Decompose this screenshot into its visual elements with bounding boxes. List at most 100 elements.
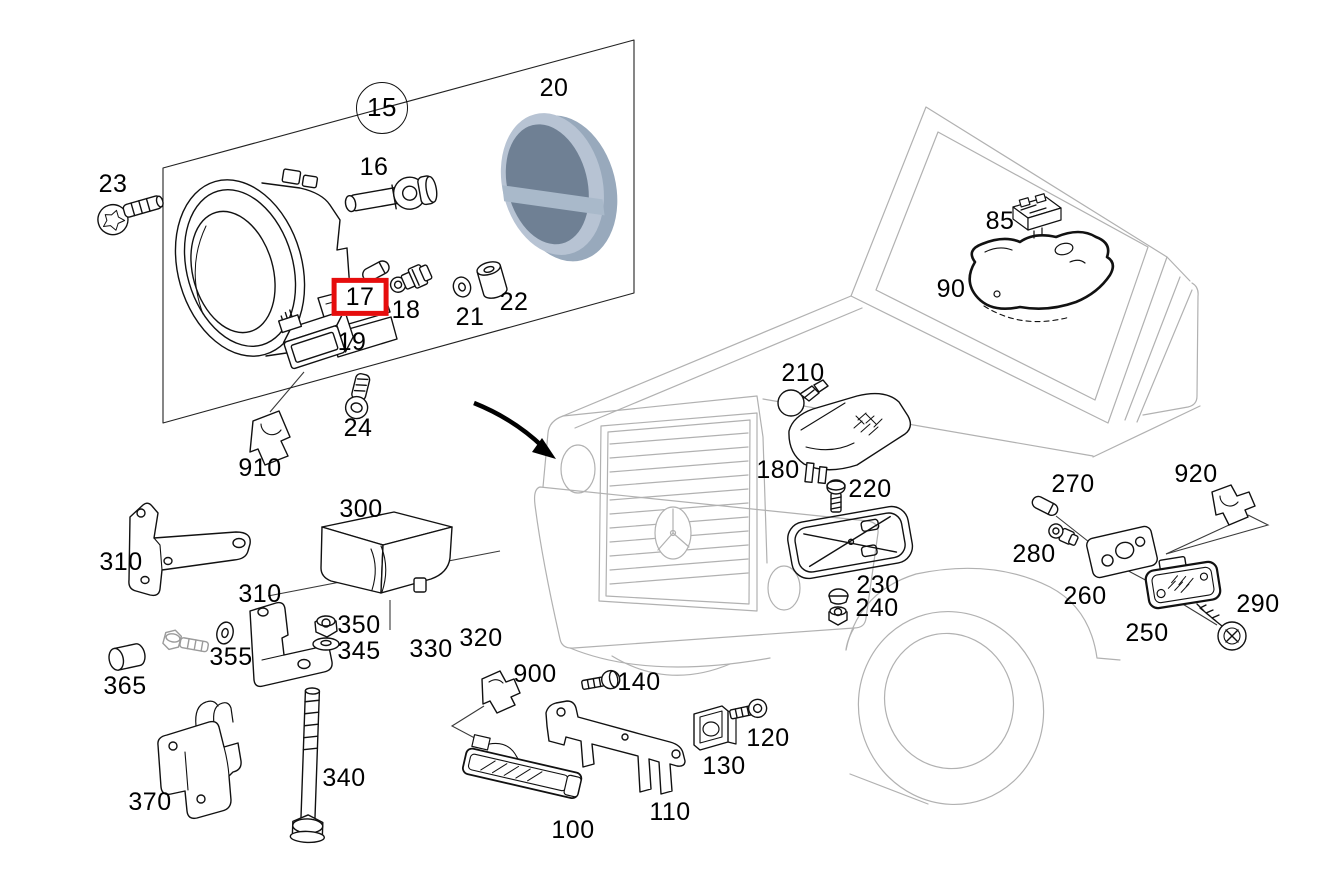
part-screw-23 bbox=[97, 195, 164, 236]
windshield-inner bbox=[875, 131, 1149, 401]
fender-flare bbox=[845, 567, 1121, 661]
part-label-24[interactable]: 24 bbox=[343, 413, 373, 442]
part-label-140[interactable]: 140 bbox=[617, 667, 661, 696]
part-bracket-310a bbox=[128, 502, 251, 597]
part-label-340[interactable]: 340 bbox=[322, 763, 366, 792]
part-label-270[interactable]: 270 bbox=[1051, 469, 1095, 498]
brand-star bbox=[654, 506, 692, 560]
part-bracket-310b bbox=[249, 601, 333, 688]
part-bolt-340 bbox=[289, 687, 326, 844]
part-bracket-110 bbox=[545, 700, 686, 795]
bumper bbox=[533, 486, 879, 649]
grille-frame-inner bbox=[605, 419, 751, 605]
part-label-350[interactable]: 350 bbox=[337, 610, 381, 639]
part-label-15[interactable]: 15 bbox=[356, 82, 408, 134]
tire-inner bbox=[883, 632, 1015, 770]
vehicle-outline bbox=[533, 106, 1201, 806]
part-label-16[interactable]: 16 bbox=[359, 152, 389, 181]
part-label-110[interactable]: 110 bbox=[649, 797, 691, 826]
part-label-180[interactable]: 180 bbox=[756, 455, 800, 484]
part-label-365[interactable]: 365 bbox=[103, 671, 147, 700]
part-bracket-370 bbox=[157, 700, 242, 820]
part-screw-220 bbox=[826, 479, 846, 513]
part-washer-355 bbox=[216, 621, 234, 645]
parts-lineart bbox=[97, 39, 1256, 844]
part-label-18[interactable]: 18 bbox=[391, 295, 421, 324]
tire-outer bbox=[857, 610, 1045, 806]
part-label-250[interactable]: 250 bbox=[1125, 618, 1169, 647]
part-label-260[interactable]: 260 bbox=[1063, 581, 1107, 610]
part-screw-290 bbox=[1196, 603, 1247, 651]
part-label-17[interactable]: 17 bbox=[331, 277, 389, 317]
part-label-910[interactable]: 910 bbox=[238, 453, 282, 482]
part-label-230[interactable]: 230 bbox=[856, 570, 900, 599]
front-top-edge bbox=[562, 395, 768, 564]
part-label-90[interactable]: 90 bbox=[936, 274, 966, 303]
part-label-310[interactable]: 310 bbox=[99, 547, 143, 576]
part-label-330[interactable]: 330 bbox=[409, 634, 453, 663]
part-headlamp-unit bbox=[174, 168, 398, 358]
part-label-100[interactable]: 100 bbox=[551, 815, 595, 844]
part-connector-920 bbox=[1211, 484, 1256, 526]
part-label-290[interactable]: 290 bbox=[1236, 589, 1280, 618]
part-label-345[interactable]: 345 bbox=[337, 636, 381, 665]
part-label-310-2[interactable]: 310 bbox=[238, 579, 282, 608]
part-label-130[interactable]: 130 bbox=[702, 751, 746, 780]
part-grommet-230 bbox=[828, 588, 849, 605]
part-label-355[interactable]: 355 bbox=[209, 642, 253, 671]
a-pillar-line bbox=[1124, 276, 1181, 421]
part-nut-350 bbox=[314, 615, 338, 638]
part-spacer-22 bbox=[476, 261, 508, 299]
a-pillar-line bbox=[1136, 289, 1193, 423]
part-label-900[interactable]: 900 bbox=[513, 659, 557, 688]
part-bulb-17 bbox=[362, 260, 390, 282]
part-label-210[interactable]: 210 bbox=[781, 358, 825, 387]
windshield-outer bbox=[850, 106, 1168, 424]
headlamp-panel-frame bbox=[162, 39, 635, 424]
part-label-120[interactable]: 120 bbox=[746, 723, 790, 752]
part-bulb-socket-18 bbox=[389, 264, 433, 293]
part-gasket-260 bbox=[1086, 525, 1158, 579]
part-bezel-20 bbox=[500, 113, 618, 262]
part-socket-280 bbox=[1048, 523, 1079, 546]
part-interior-lamp-90 bbox=[968, 230, 1115, 323]
part-screw-140 bbox=[581, 669, 621, 690]
part-bulb-210 bbox=[777, 379, 829, 417]
part-label-300[interactable]: 300 bbox=[339, 494, 383, 523]
part-seal-230 bbox=[787, 505, 914, 580]
part-label-85[interactable]: 85 bbox=[985, 206, 1015, 235]
valance bbox=[569, 647, 771, 668]
part-screw-120 bbox=[729, 698, 768, 720]
valance bbox=[611, 655, 731, 676]
part-connector-910 bbox=[249, 410, 291, 466]
part-label-280[interactable]: 280 bbox=[1012, 539, 1056, 568]
headlamp-ring-right bbox=[767, 565, 801, 611]
vent-window bbox=[1142, 282, 1199, 416]
part-control-unit-300 bbox=[320, 511, 453, 594]
beltline bbox=[1092, 405, 1201, 458]
direction-arrow-icon bbox=[473, 400, 556, 459]
part-label-19[interactable]: 19 bbox=[337, 327, 367, 356]
part-label-920[interactable]: 920 bbox=[1174, 459, 1218, 488]
grille-frame bbox=[598, 412, 758, 612]
part-label-240[interactable]: 240 bbox=[855, 593, 899, 622]
part-washer-21 bbox=[452, 276, 472, 298]
part-bolt-gray bbox=[162, 629, 209, 653]
part-switch-85 bbox=[1012, 193, 1062, 239]
part-label-370[interactable]: 370 bbox=[128, 787, 172, 816]
part-label-21[interactable]: 21 bbox=[455, 302, 485, 331]
part-label-22[interactable]: 22 bbox=[499, 287, 529, 316]
headlamp-ring-left bbox=[560, 444, 596, 494]
part-label-320[interactable]: 320 bbox=[459, 623, 503, 652]
part-label-220[interactable]: 220 bbox=[848, 474, 892, 503]
part-washer-345 bbox=[312, 637, 340, 651]
part-sidemarker-250 bbox=[1144, 555, 1222, 610]
part-label-20[interactable]: 20 bbox=[539, 73, 569, 102]
part-label-23[interactable]: 23 bbox=[98, 169, 128, 198]
part-clip-130 bbox=[693, 705, 737, 751]
part-cap-365 bbox=[108, 643, 146, 671]
part-turnsignal-housing-180 bbox=[788, 392, 912, 485]
